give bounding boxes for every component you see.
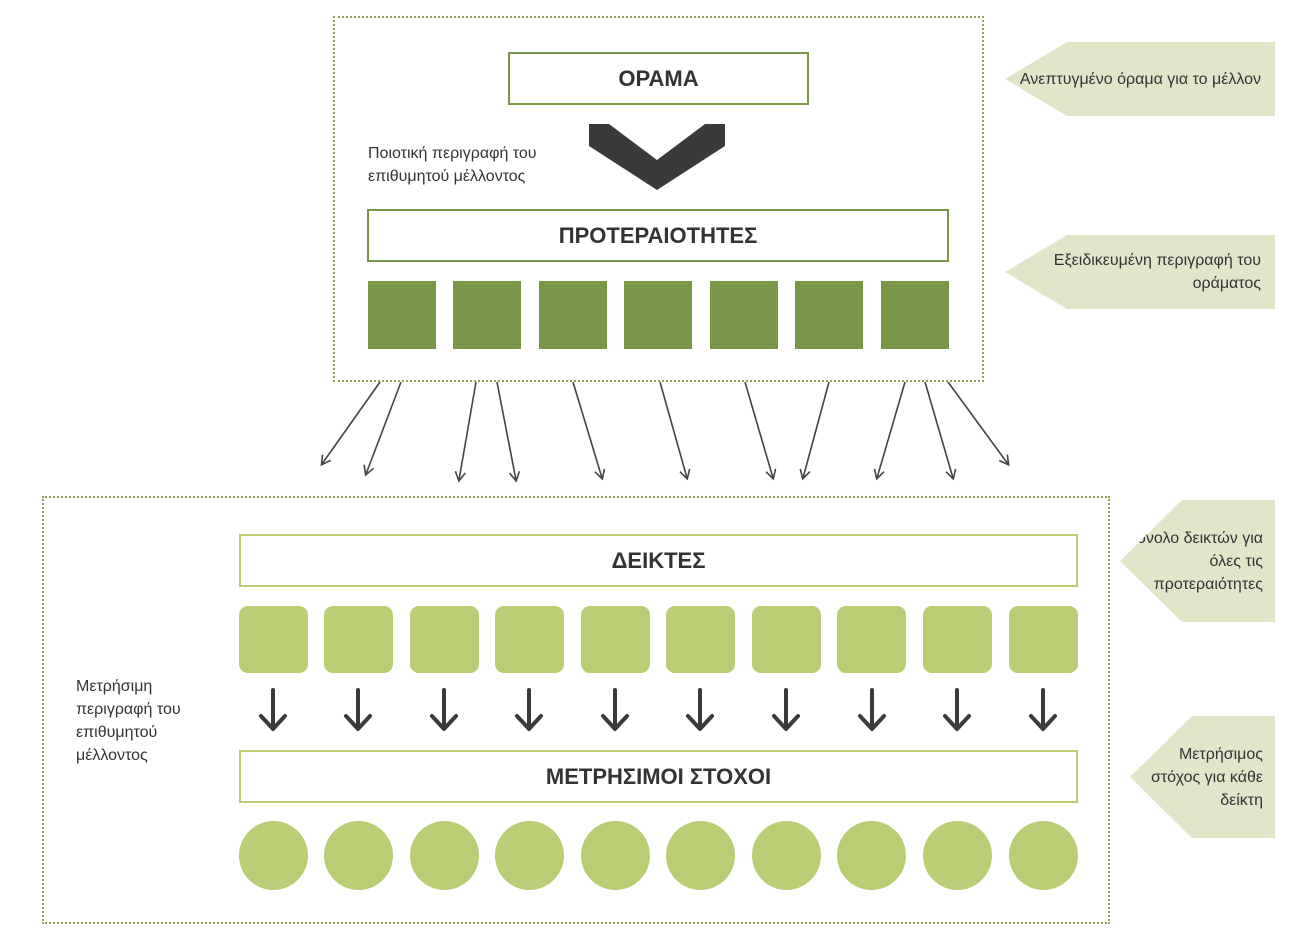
down-arrow-icon-2 bbox=[344, 688, 372, 731]
connector-arrow-5 bbox=[572, 381, 606, 481]
down-arrow-icon-1 bbox=[259, 688, 287, 731]
connector-arrow-3 bbox=[454, 381, 477, 483]
down-arrow-icon-9 bbox=[943, 688, 971, 731]
priorities-title: ΠΡΟΤΕΡΑΙΟΤΗΤΕΣ bbox=[367, 209, 949, 262]
connector-arrow-4 bbox=[496, 381, 521, 483]
indicator-block-1 bbox=[239, 606, 308, 673]
indicator-block-7 bbox=[752, 606, 821, 673]
indicators-region bbox=[42, 496, 1110, 924]
priority-to-indicator-arrows bbox=[320, 381, 1010, 483]
down-arrow-icon-8 bbox=[858, 688, 886, 731]
side-tag-vision: Ανεπτυγμένο όραμα για το μέλλον bbox=[1005, 42, 1275, 116]
indicator-block-2 bbox=[324, 606, 393, 673]
target-circle-3 bbox=[410, 821, 479, 890]
connector-arrow-10 bbox=[924, 381, 957, 481]
vision-note: Ποιοτική περιγραφή του επιθυμητού μέλλον… bbox=[368, 145, 537, 185]
down-arrow-icon-5 bbox=[601, 688, 629, 731]
target-circle-2 bbox=[324, 821, 393, 890]
connector-arrow-6 bbox=[659, 381, 691, 481]
connector-arrow-1 bbox=[320, 381, 381, 467]
indicator-to-target-arrows bbox=[259, 688, 1057, 731]
indicator-block-6 bbox=[666, 606, 735, 673]
priority-block-2 bbox=[453, 281, 521, 349]
priority-block-7 bbox=[881, 281, 949, 349]
target-circle-4 bbox=[495, 821, 564, 890]
priority-block-5 bbox=[710, 281, 778, 349]
indicator-block-5 bbox=[581, 606, 650, 673]
indicator-block-10 bbox=[1009, 606, 1078, 673]
target-circle-5 bbox=[581, 821, 650, 890]
vision-title: ΟΡΑΜΑ bbox=[508, 52, 809, 105]
indicator-block-8 bbox=[837, 606, 906, 673]
down-arrow-icon-6 bbox=[686, 688, 714, 731]
indicators-title: ΔΕΙΚΤΕΣ bbox=[239, 534, 1078, 587]
target-circle-7 bbox=[752, 821, 821, 890]
connector-arrow-2 bbox=[363, 381, 402, 477]
connector-arrow-11 bbox=[947, 381, 1010, 467]
targets-title: ΜΕΤΡΗΣΙΜΟΙ ΣΤΟΧΟΙ bbox=[239, 750, 1078, 803]
priority-block-4 bbox=[624, 281, 692, 349]
priority-block-3 bbox=[539, 281, 607, 349]
priority-block-1 bbox=[368, 281, 436, 349]
target-circle-6 bbox=[666, 821, 735, 890]
connector-arrow-9 bbox=[873, 381, 906, 481]
indicator-block-9 bbox=[923, 606, 992, 673]
down-arrow-icon-3 bbox=[430, 688, 458, 731]
down-arrow-icon-7 bbox=[772, 688, 800, 731]
down-chevron-icon bbox=[589, 124, 725, 190]
target-circle-1 bbox=[239, 821, 308, 890]
target-circle-8 bbox=[837, 821, 906, 890]
down-arrow-icon-10 bbox=[1029, 688, 1057, 731]
indicator-block-4 bbox=[495, 606, 564, 673]
down-arrow-icon-4 bbox=[515, 688, 543, 731]
target-circle-9 bbox=[923, 821, 992, 890]
connector-arrow-7 bbox=[744, 381, 777, 481]
side-tag-priorities: Εξειδικευμένη περιγραφή του οράματος bbox=[1005, 235, 1275, 309]
measurable-note: Μετρήσιμη περιγραφή του επιθυμητού μέλλο… bbox=[76, 678, 181, 764]
vision-region bbox=[333, 16, 984, 382]
connector-arrow-8 bbox=[799, 381, 830, 481]
indicator-block-3 bbox=[410, 606, 479, 673]
priority-block-6 bbox=[795, 281, 863, 349]
target-circle-10 bbox=[1009, 821, 1078, 890]
